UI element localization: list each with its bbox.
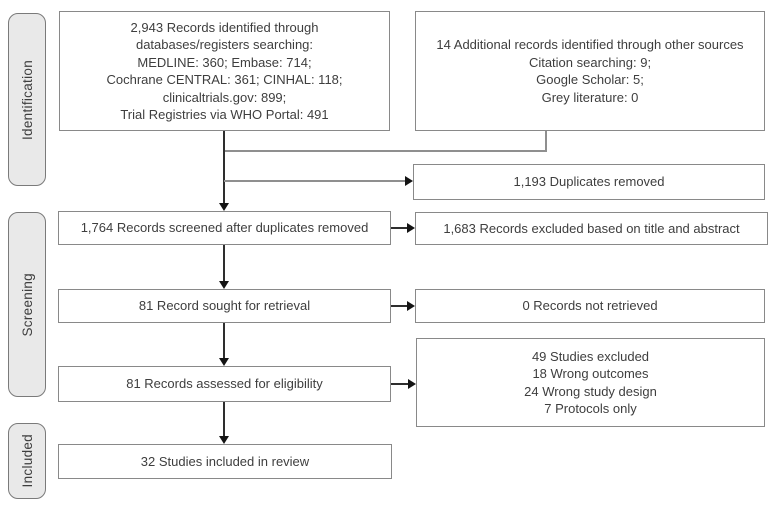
box-text-line: Trial Registries via WHO Portal: 491	[120, 107, 329, 122]
arrow-screened-to-excluded	[391, 227, 407, 229]
stage-screening-label: Screening	[19, 272, 35, 337]
connector-other-sources-down	[545, 131, 547, 152]
stage-screening: Screening	[8, 212, 46, 397]
stage-included-label: Included	[19, 434, 35, 488]
arrowhead-down-icon	[219, 281, 229, 289]
box-records-screened: 1,764 Records screened after duplicates …	[58, 211, 391, 245]
box-text-line: 2,943 Records identified through	[130, 19, 319, 35]
arrowhead-down-icon	[219, 358, 229, 366]
arrow-assessed-to-included	[223, 402, 225, 436]
box-text-line: 81 Records assessed for eligibility	[126, 376, 323, 392]
box-text-line: 1,764 Records screened after duplicates …	[80, 220, 369, 236]
box-records-not-retrieved: 0 Records not retrieved	[415, 289, 765, 323]
stage-identification: Identification	[8, 13, 46, 186]
box-text-line: 18 Wrong outcomes	[532, 366, 649, 381]
box-studies-included-review: 32 Studies included in review	[58, 444, 392, 479]
arrow-screened-to-sought	[223, 245, 225, 281]
box-text-line: Google Scholar: 5;	[536, 72, 644, 87]
box-text-line: Cochrane CENTRAL: 361; CINHAL: 118;	[106, 72, 343, 87]
box-records-sought-retrieval: 81 Record sought for retrieval	[58, 289, 391, 323]
box-text-line: 1,193 Duplicates removed	[513, 174, 665, 190]
arrowhead-down-icon	[219, 203, 229, 211]
box-additional-records-other-sources: 14 Additional records identified through…	[415, 11, 765, 131]
box-text-line: 14 Additional records identified through…	[436, 37, 744, 52]
stage-identification-label: Identification	[19, 59, 35, 140]
box-records-assessed-eligibility: 81 Records assessed for eligibility	[58, 366, 391, 402]
box-text-line: 49 Studies excluded	[531, 348, 650, 364]
box-text-line: clinicaltrials.gov: 899;	[162, 89, 287, 105]
box-text-line: 24 Wrong study design	[524, 383, 657, 399]
arrowhead-right-icon	[405, 176, 413, 186]
box-text-line: 7 Protocols only	[544, 401, 637, 416]
arrowhead-down-icon	[219, 436, 229, 444]
connector-merge-horizontal	[224, 150, 547, 152]
arrowhead-right-icon	[407, 223, 415, 233]
box-text-line: MEDLINE: 360; Embase: 714;	[137, 54, 312, 70]
box-records-identified-databases: 2,943 Records identified through databas…	[59, 11, 390, 131]
box-text-line: 0 Records not retrieved	[522, 298, 658, 314]
arrowhead-right-icon	[408, 379, 416, 389]
box-text-line: 32 Studies included in review	[140, 453, 310, 469]
arrow-sought-to-not-retrieved	[391, 305, 407, 307]
stage-included: Included	[8, 423, 46, 499]
arrow-identification-to-screened	[223, 131, 225, 203]
box-text-line: Citation searching: 9;	[528, 54, 652, 70]
box-studies-excluded-reasons: 49 Studies excluded 18 Wrong outcomes 24…	[416, 338, 765, 427]
arrowhead-right-icon	[407, 301, 415, 311]
arrow-assessed-to-excluded-reasons	[391, 383, 408, 385]
box-excluded-title-abstract: 1,683 Records excluded based on title an…	[415, 212, 768, 245]
box-text-line: 81 Record sought for retrieval	[138, 298, 311, 314]
box-duplicates-removed: 1,193 Duplicates removed	[413, 164, 765, 200]
box-text-line: Grey literature: 0	[541, 89, 639, 105]
box-text-line: 1,683 Records excluded based on title an…	[443, 220, 740, 236]
box-text-line: databases/registers searching:	[135, 37, 314, 52]
arrow-sought-to-assessed	[223, 323, 225, 358]
arrow-to-duplicates-removed	[224, 180, 405, 182]
